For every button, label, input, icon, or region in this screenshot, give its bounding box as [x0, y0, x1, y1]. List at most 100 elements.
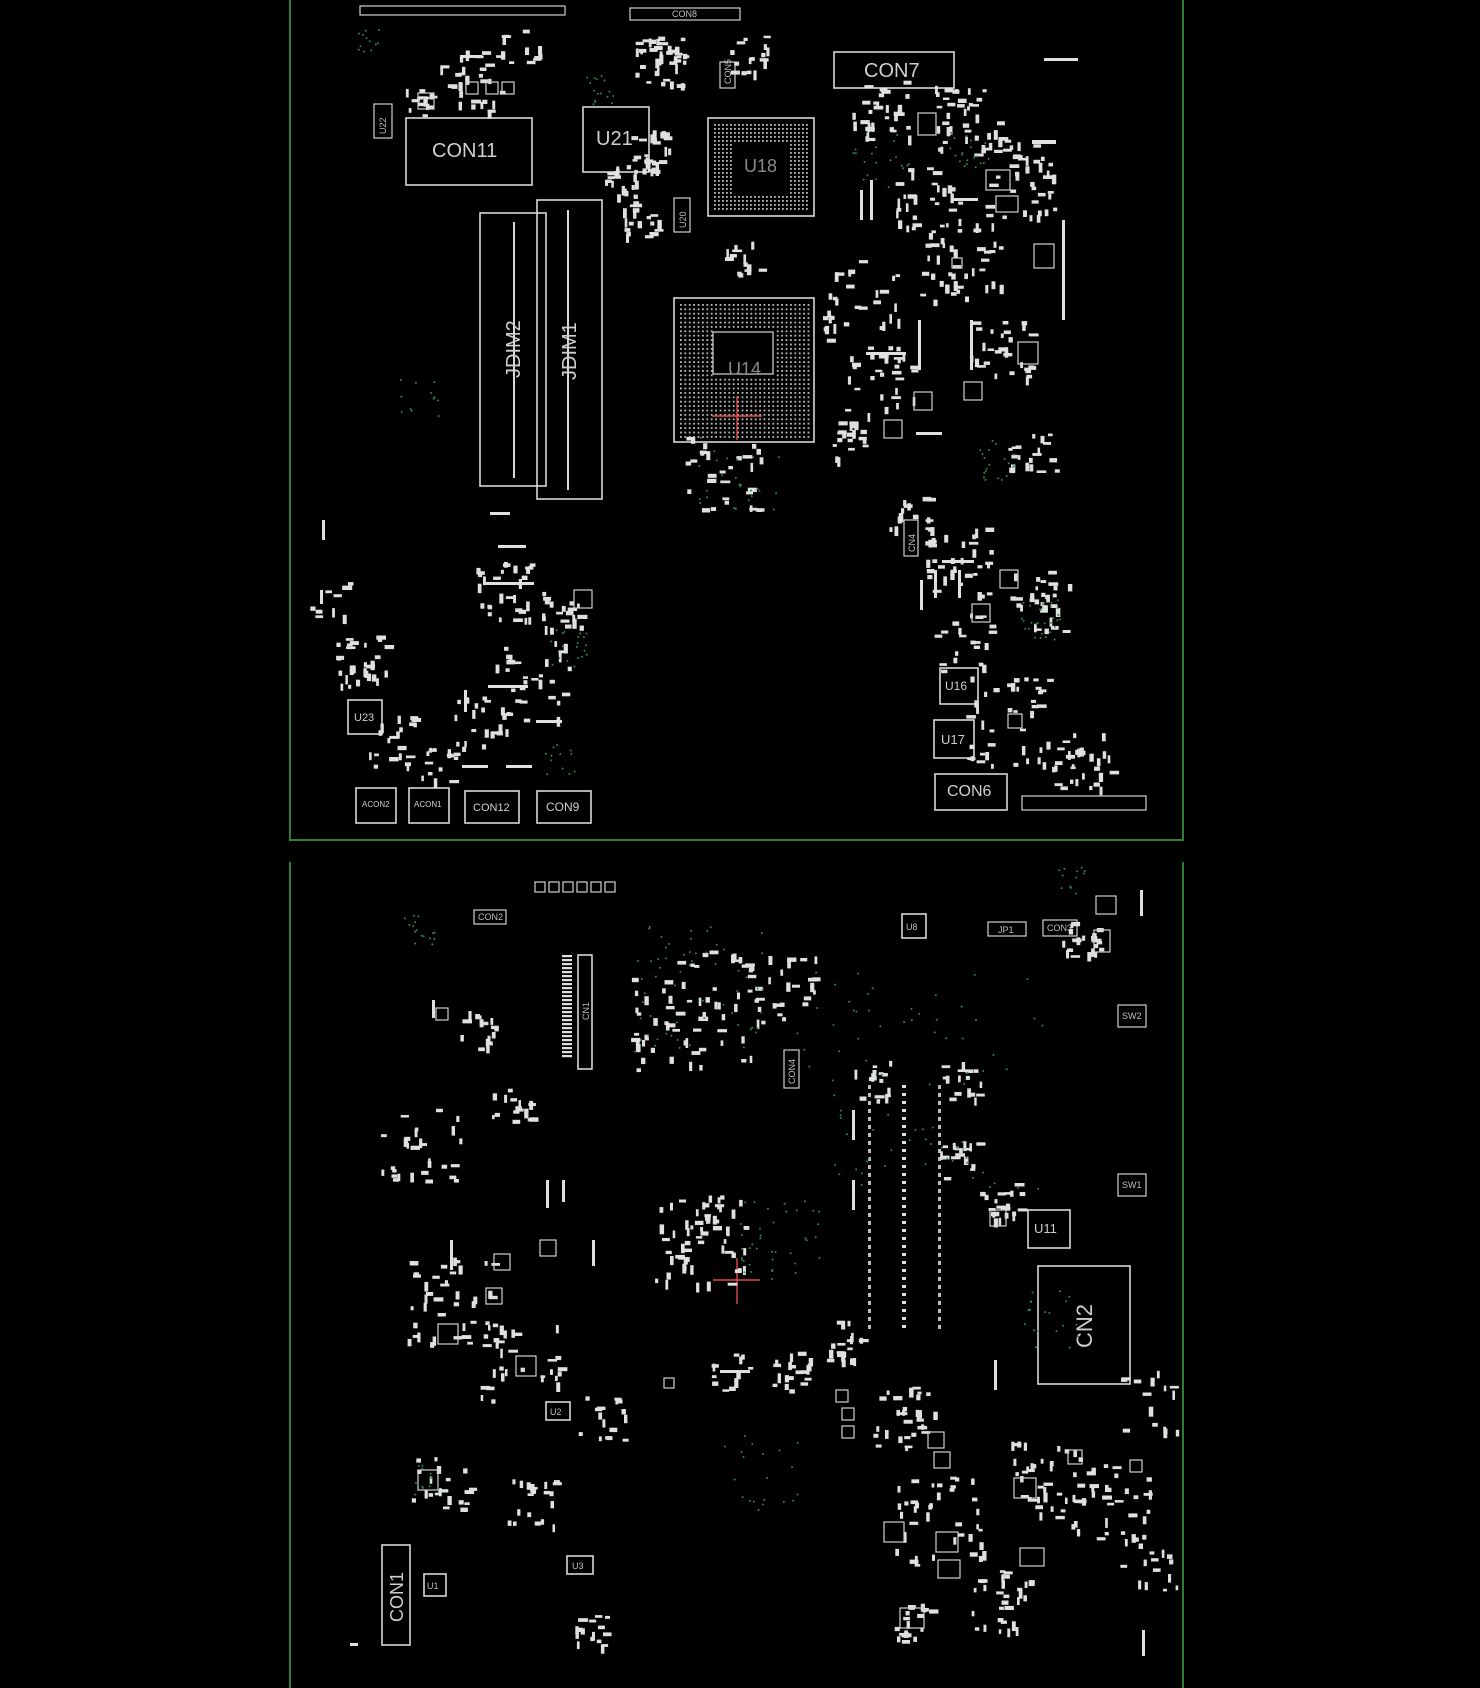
smd-pad	[646, 81, 652, 84]
smd-pad	[974, 700, 979, 708]
col-pad	[938, 1253, 941, 1257]
smd-pad	[472, 709, 476, 719]
con11-connector[interactable]	[405, 117, 533, 186]
cn4-connector[interactable]	[903, 519, 919, 557]
con2-connector[interactable]	[473, 909, 507, 925]
smd-pad	[955, 1153, 965, 1157]
smd-pad	[958, 201, 964, 205]
con4-connector[interactable]	[783, 1049, 800, 1089]
u1-chip[interactable]	[423, 1573, 447, 1597]
u3-chip[interactable]	[566, 1555, 594, 1575]
bga-ball	[802, 160, 804, 162]
bga-ball	[754, 396, 757, 399]
acon2-connector[interactable]	[355, 787, 397, 824]
top-edge-connector[interactable]	[359, 5, 566, 16]
smd-pad	[621, 1409, 626, 1415]
smd-pad	[720, 1195, 725, 1200]
bga-ball	[781, 321, 783, 324]
smd-pad	[403, 1137, 409, 1147]
con7-connector[interactable]	[833, 51, 955, 89]
u2-chip[interactable]	[545, 1401, 571, 1421]
via	[1039, 636, 1042, 639]
via	[991, 439, 994, 442]
smd-pad	[659, 42, 669, 46]
con5-connector[interactable]	[719, 61, 736, 89]
bga-ball	[719, 387, 722, 390]
smd-pad	[704, 1214, 711, 1218]
smd-pad	[623, 188, 627, 194]
smd-pad	[500, 569, 504, 574]
jdim2-slot[interactable]	[479, 212, 547, 487]
bga-ball	[722, 128, 724, 130]
bottom-right-connector[interactable]	[1021, 795, 1147, 811]
con8-connector[interactable]	[629, 7, 741, 21]
bga-ball	[730, 168, 732, 170]
smd-pad	[1004, 350, 1009, 358]
cn2-connector[interactable]	[1037, 1265, 1131, 1385]
smd-pad	[483, 1334, 489, 1339]
bga-ball	[768, 326, 770, 328]
smd-pad	[880, 372, 885, 377]
con1-connector[interactable]	[381, 1544, 411, 1646]
sw2-switch[interactable]	[1117, 1004, 1147, 1028]
smd-pad	[495, 664, 500, 674]
smd-pad	[1021, 1470, 1029, 1474]
pin-pad	[562, 1031, 572, 1034]
smd-pad	[927, 167, 934, 171]
bga-ball	[790, 414, 792, 416]
con6-connector[interactable]	[934, 773, 1008, 811]
con12-connector[interactable]	[464, 790, 520, 824]
smd-pad	[758, 268, 768, 272]
smd-pad	[493, 576, 501, 580]
smd-pad	[705, 1216, 711, 1221]
con3-connector[interactable]	[1042, 919, 1078, 937]
smd-pad	[436, 1466, 442, 1474]
u17-chip[interactable]	[933, 719, 975, 759]
acon1-connector[interactable]	[408, 787, 450, 824]
via	[839, 1117, 842, 1119]
bga-ball	[697, 427, 700, 429]
bga-ball	[759, 414, 761, 416]
jdim1-slot[interactable]	[536, 199, 603, 500]
bga-ball	[741, 396, 744, 399]
jp1-jumper[interactable]	[987, 921, 1027, 937]
via	[568, 772, 571, 775]
bottom-side-board[interactable]: CON2 CN1 CON4 U8 JP1 CON3 SW2 SW1 U11 CN…	[289, 862, 1184, 1688]
u23-chip[interactable]	[347, 699, 383, 735]
top-side-board[interactable]: CON8 CON7 CON11 U22 U21 U18 U20 CON5 JDI…	[289, 0, 1184, 841]
bar-pad	[350, 1643, 358, 1646]
sw1-switch[interactable]	[1117, 1173, 1147, 1197]
smd-pad	[810, 982, 815, 993]
bga-ball	[798, 422, 801, 425]
smd-pad	[1009, 145, 1014, 150]
bga-ball	[754, 308, 757, 311]
u14-cpu-socket[interactable]	[673, 297, 815, 443]
bga-ball	[785, 374, 788, 377]
u20-chip[interactable]	[673, 197, 691, 233]
bga-ball	[714, 168, 716, 170]
smd-pad	[699, 1065, 703, 1071]
via	[984, 478, 987, 481]
u11-chip[interactable]	[1027, 1209, 1071, 1249]
bga-ball	[750, 418, 753, 421]
smd-pad	[867, 413, 871, 422]
con9-connector[interactable]	[536, 790, 592, 824]
bga-ball	[722, 160, 724, 162]
via	[1060, 887, 1063, 890]
smd-pad	[993, 688, 1000, 693]
u16-chip[interactable]	[939, 667, 979, 705]
u18-bga-chip[interactable]	[707, 117, 815, 217]
bga-ball	[742, 136, 744, 138]
cn1-connector[interactable]	[577, 954, 593, 1070]
u8-chip[interactable]	[901, 913, 927, 939]
u22-chip[interactable]	[373, 103, 393, 139]
bga-ball	[741, 317, 744, 319]
pin-pad	[562, 987, 572, 990]
smd-pad	[1050, 604, 1058, 608]
bga-ball	[807, 321, 810, 324]
bga-ball	[759, 317, 761, 319]
smd-pad	[940, 1155, 950, 1160]
bga-ball	[726, 136, 728, 138]
